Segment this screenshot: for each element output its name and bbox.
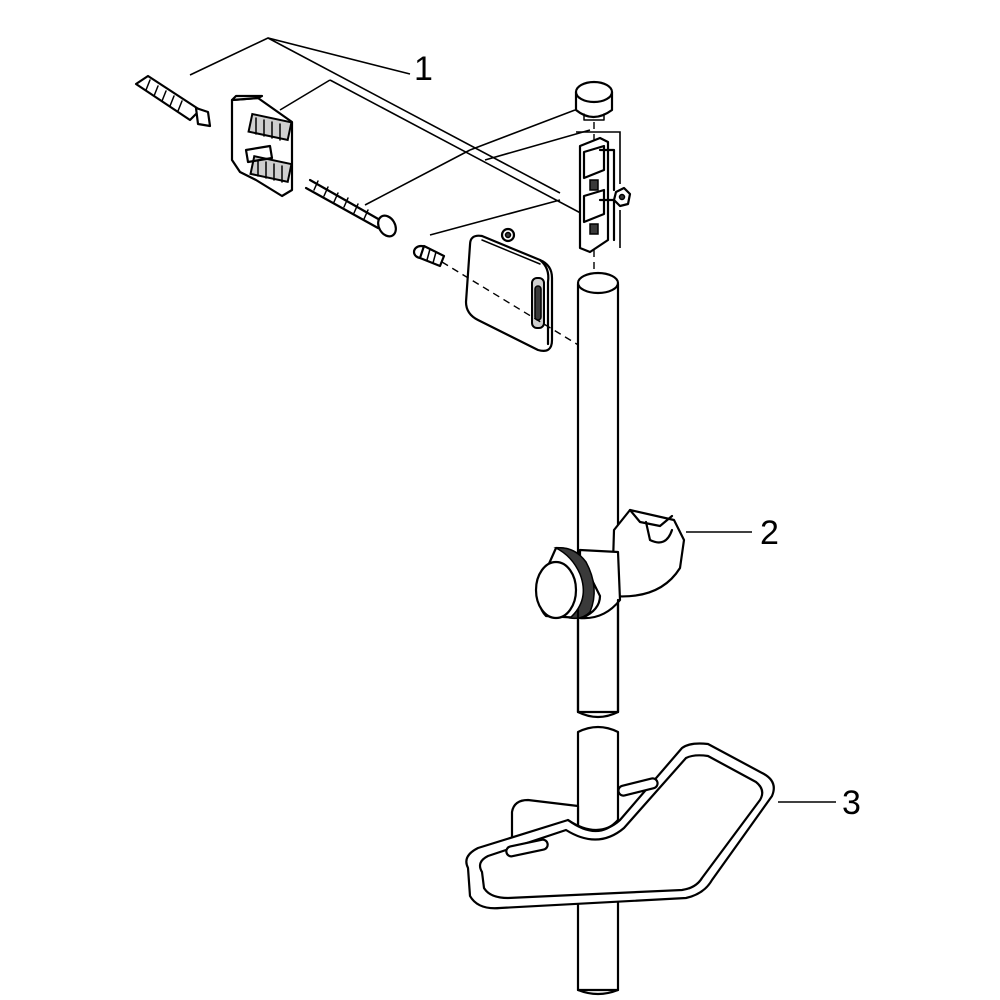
bracket-cover — [464, 234, 554, 352]
sliding-holder — [534, 508, 686, 620]
callout-3-label: 3 — [842, 784, 861, 822]
small-screw — [412, 244, 446, 268]
pole-clip-insert — [578, 136, 616, 254]
callout-1-leaders — [189, 37, 591, 236]
small-nut — [500, 227, 516, 243]
wall-bracket-clip — [230, 94, 294, 198]
long-screw-upper — [134, 74, 212, 128]
callout-1-label: 1 — [414, 50, 433, 88]
pole-upper — [576, 271, 620, 719]
shelf-tray — [465, 742, 775, 910]
long-screw-lower — [304, 178, 397, 238]
clip-nut — [612, 186, 632, 208]
top-cap — [574, 80, 614, 121]
pole-mid — [576, 598, 620, 714]
callout-2-label: 2 — [760, 514, 779, 552]
